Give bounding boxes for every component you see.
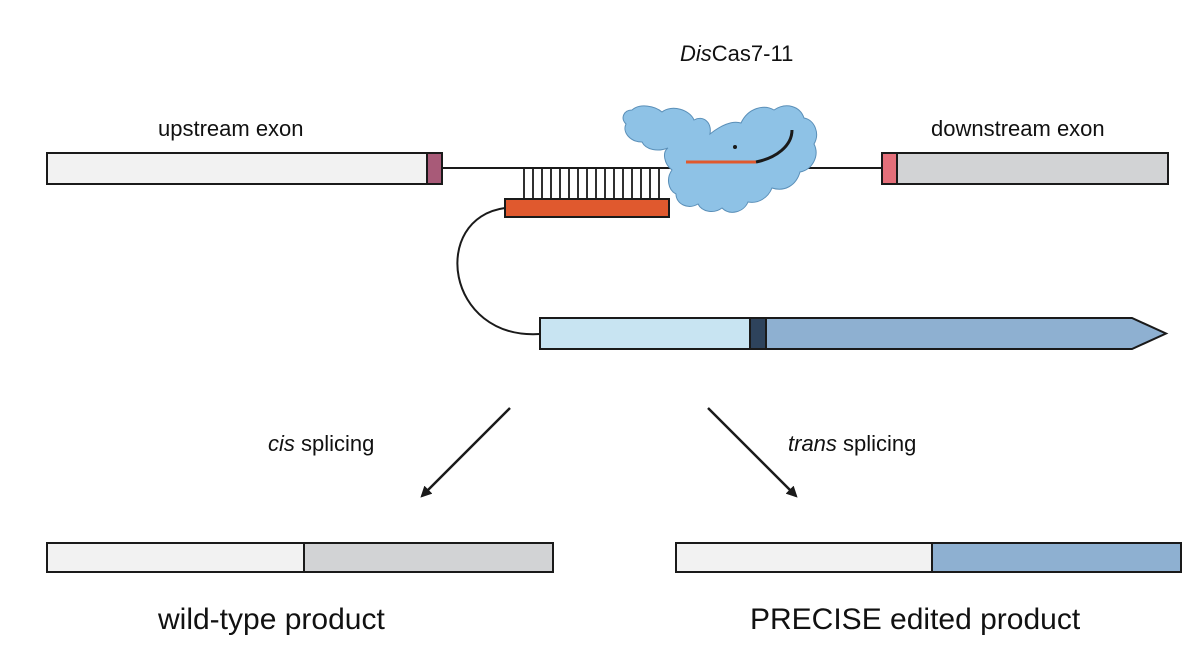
upstream-exon-bar [46, 152, 428, 185]
linker-curve [456, 207, 541, 336]
cis-splicing-arrow [420, 407, 511, 498]
downstream-exon-bar [896, 152, 1169, 185]
trans-splicing-arrow [707, 407, 798, 498]
payload-light-segment [539, 317, 751, 350]
protein-label: DisCas7-11 [680, 41, 794, 66]
precise-product-label: PRECISE edited product [750, 603, 1081, 636]
cis-splicing-label: cis splicing [268, 431, 375, 456]
downstream-exon-label: downstream exon [931, 116, 1105, 141]
upstream-splice-site [426, 152, 443, 185]
base-pairing-lines [523, 168, 660, 199]
payload-arrow-segment [765, 317, 1169, 350]
edited-payload-segment [931, 542, 1182, 573]
binding-domain-bar [504, 198, 670, 218]
upstream-exon-label: upstream exon [158, 116, 304, 141]
downstream-splice-site [881, 152, 898, 185]
edited-upstream-segment [675, 542, 933, 573]
trans-splicing-label: trans splicing [788, 431, 917, 456]
wild-type-product-label: wild-type product [158, 603, 385, 636]
cas7-11-protein [622, 105, 818, 213]
wild-type-upstream-segment [46, 542, 305, 573]
payload-junction [749, 317, 767, 350]
wild-type-downstream-segment [303, 542, 554, 573]
